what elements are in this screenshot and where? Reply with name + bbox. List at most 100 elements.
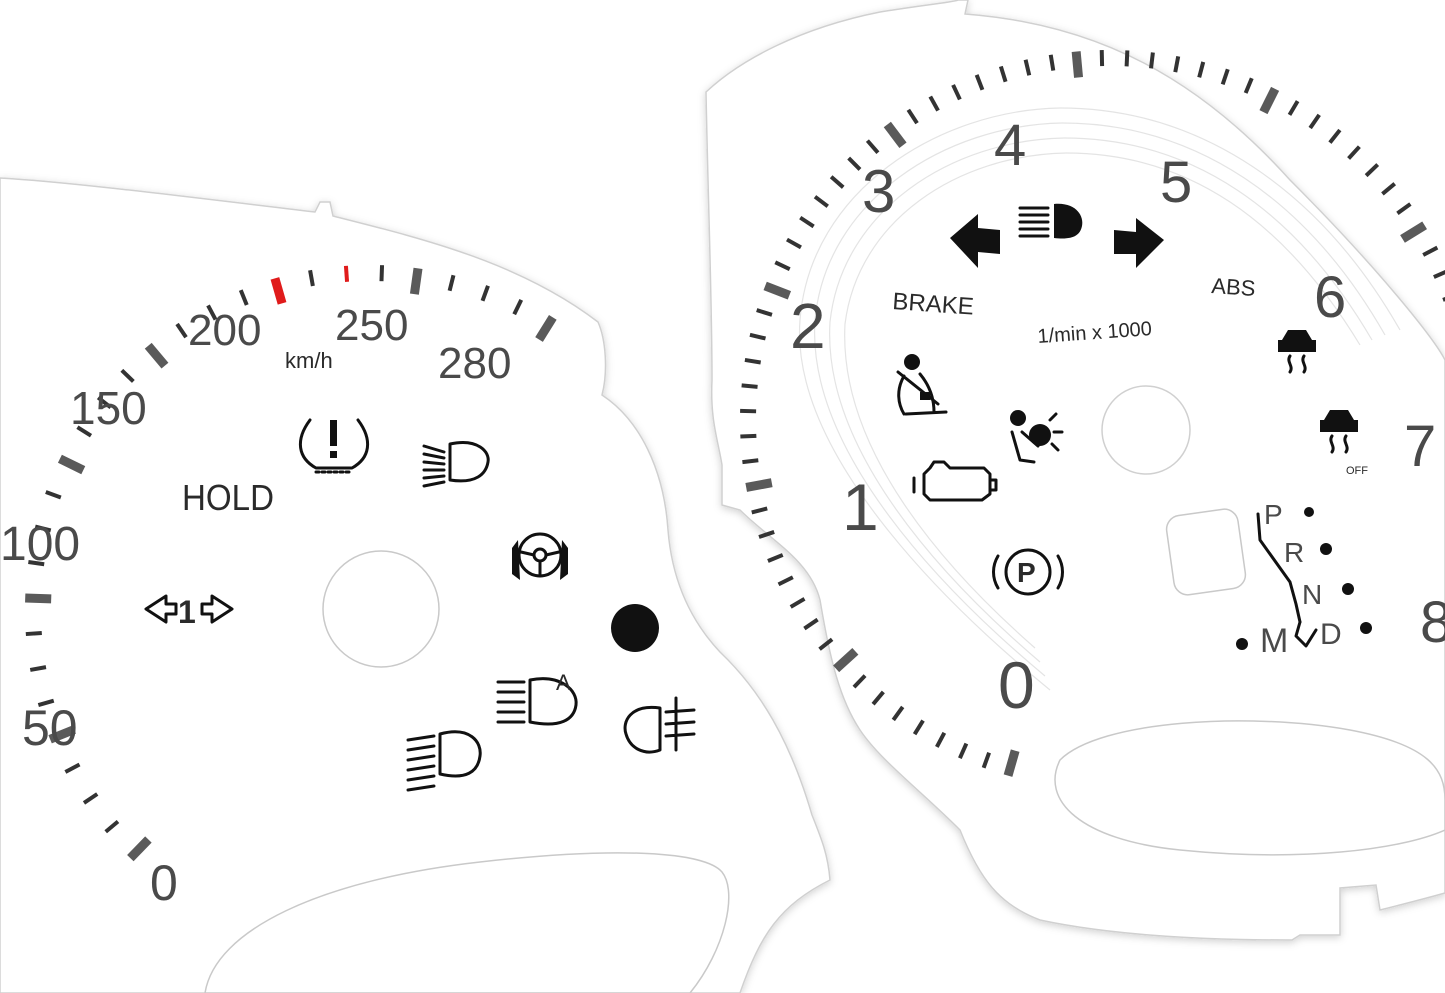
rpm-numeral-2: 2 xyxy=(790,290,826,362)
rpm-tick-42 xyxy=(1124,50,1130,67)
airbag-icon xyxy=(1010,410,1064,464)
speed-tick-9 xyxy=(28,560,45,567)
rpm-tick-23 xyxy=(756,308,773,317)
rpm-tick-9 xyxy=(818,637,834,651)
rpm-tick-15 xyxy=(751,506,768,515)
rpm-numeral-3: 3 xyxy=(862,158,895,225)
speed-numeral-250: 250 xyxy=(335,301,408,350)
rpm-numeral-8: 8 xyxy=(1420,590,1445,655)
gear-m: M xyxy=(1260,622,1288,660)
speed-tick-1 xyxy=(104,819,120,834)
speed-tick-21 xyxy=(308,269,315,287)
gear-hint-number: 1 xyxy=(178,594,196,630)
speed-tick-25 xyxy=(447,274,456,292)
hold-label: HOLD xyxy=(182,479,274,519)
steering-assist-icon xyxy=(512,532,568,580)
rpm-tick-24 xyxy=(763,281,792,300)
rpm-tick-32 xyxy=(883,121,907,148)
turn-left-arrow-icon xyxy=(950,214,1000,268)
gear-selector: P R N D M xyxy=(1236,499,1372,660)
rpm-tick-33 xyxy=(906,108,919,125)
speed-numeral-150: 150 xyxy=(70,382,147,434)
speed-tick-3 xyxy=(64,762,81,774)
rpm-tick-8 xyxy=(833,647,859,673)
rpm-tick-28 xyxy=(813,195,829,208)
rpm-numeral-7: 7 xyxy=(1404,414,1436,479)
speed-numeral-200: 200 xyxy=(188,306,261,355)
rpm-tick-27 xyxy=(799,215,815,229)
speed-tick-19 xyxy=(238,289,249,306)
gear-shift-hint-icon: 1 xyxy=(144,594,234,630)
rpm-tick-56 xyxy=(1400,221,1427,243)
speed-tick-11 xyxy=(45,490,62,500)
gear-p: P xyxy=(1264,499,1283,530)
rpm-tick-35 xyxy=(951,84,962,101)
high-beam-icon xyxy=(1018,203,1083,239)
speed-tick-0 xyxy=(127,836,152,862)
tachometer-inner-rings xyxy=(798,107,1401,691)
rpm-tick-12 xyxy=(777,575,794,587)
rpm-tick-11 xyxy=(789,597,806,609)
brake-label: BRAKE xyxy=(892,288,975,321)
rpm-tick-25 xyxy=(774,260,791,271)
indicator-dot-icon xyxy=(611,604,659,652)
tachometer-display-window xyxy=(1165,508,1247,596)
rpm-tick-0 xyxy=(1003,749,1020,777)
rpm-tick-1 xyxy=(981,752,991,769)
rpm-tick-57 xyxy=(1422,245,1439,257)
auto-high-beam-icon: A xyxy=(496,670,578,726)
rpm-tick-49 xyxy=(1287,100,1300,116)
traction-off-label: OFF xyxy=(1346,465,1368,477)
speed-numeral-280: 280 xyxy=(438,339,511,388)
speed-tick-13 xyxy=(76,425,93,438)
tachometer-hub-hole xyxy=(1101,385,1191,475)
rpm-tick-34 xyxy=(928,95,940,112)
speed-tick-15 xyxy=(120,368,135,383)
speedometer-ticks xyxy=(25,265,557,862)
speed-tick-5 xyxy=(37,698,55,708)
tachometer-face xyxy=(705,0,1445,941)
rear-fog-light-icon xyxy=(623,696,696,754)
rpm-tick-36 xyxy=(974,74,985,91)
speed-tick-4 xyxy=(48,725,76,744)
rpm-tick-16 xyxy=(745,478,773,492)
rpm-numeral-1: 1 xyxy=(842,470,879,544)
rpm-tick-45 xyxy=(1197,61,1206,78)
rpm-numeral-6: 6 xyxy=(1314,265,1346,330)
rpm-tick-7 xyxy=(852,674,867,689)
rpm-tick-53 xyxy=(1364,163,1380,178)
rpm-tick-55 xyxy=(1396,202,1412,215)
speed-tick-8 xyxy=(25,593,52,604)
rpm-tick-13 xyxy=(767,553,784,563)
rpm-numeral-0: 0 xyxy=(998,648,1035,722)
speed-tick-7 xyxy=(25,630,42,637)
rpm-tick-22 xyxy=(749,332,766,341)
rpm-tick-43 xyxy=(1149,52,1155,69)
rpm-tick-46 xyxy=(1220,68,1230,86)
speedometer-bottom-cutout xyxy=(204,852,730,993)
speedometer-dial: 0 50 100 150 200 250 280 km/h HOLD 1 xyxy=(0,177,831,993)
rpm-tick-47 xyxy=(1243,77,1254,94)
speed-tick-28 xyxy=(535,315,557,342)
rpm-tick-10 xyxy=(803,617,819,631)
rpm-tick-21 xyxy=(744,357,762,365)
rpm-numeral-5: 5 xyxy=(1160,150,1192,215)
headlight-icon xyxy=(406,730,482,792)
check-engine-icon xyxy=(912,460,998,502)
parking-brake-icon: P xyxy=(992,548,1064,596)
rpm-tick-2 xyxy=(958,742,969,759)
gear-n: N xyxy=(1302,579,1322,610)
auto-high-beam-letter: A xyxy=(556,670,571,695)
traction-control-icon xyxy=(1278,330,1316,374)
rpm-tick-40 xyxy=(1071,51,1084,78)
tpms-warning-icon xyxy=(299,418,369,474)
rpm-tick-48 xyxy=(1259,86,1280,115)
speed-tick-24 xyxy=(409,267,423,295)
rpm-tick-6 xyxy=(871,690,885,706)
rpm-tick-52 xyxy=(1347,145,1361,160)
speed-numeral-50: 50 xyxy=(22,700,78,756)
rpm-tick-54 xyxy=(1381,182,1397,196)
parking-brake-letter: P xyxy=(1017,557,1036,588)
rpm-tick-51 xyxy=(1328,128,1342,144)
rpm-tick-17 xyxy=(742,458,759,465)
